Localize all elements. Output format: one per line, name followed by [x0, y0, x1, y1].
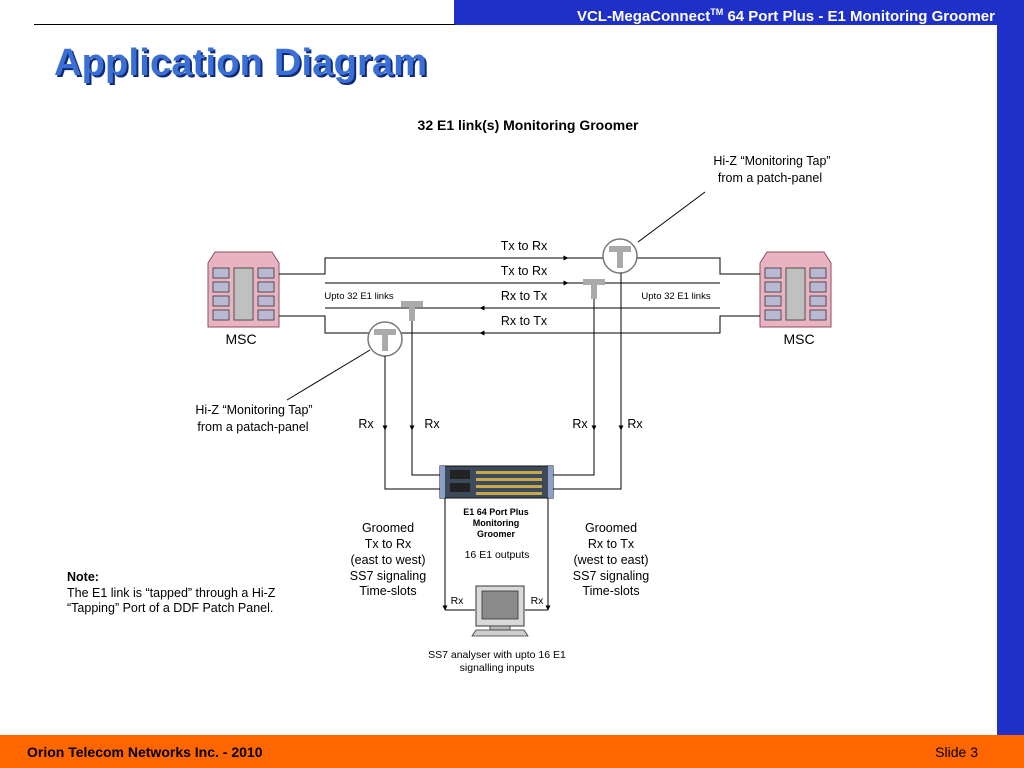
msc-right-label: MSC: [783, 331, 814, 347]
msc-right-building: [759, 251, 832, 328]
groomed-output-lines: [442, 498, 551, 611]
link-label-2: Tx to Rx: [501, 264, 548, 278]
header-rule: [34, 24, 455, 25]
tap-t-left: [401, 301, 423, 321]
slide-title: Application Diagram: [54, 42, 428, 84]
note-line-1: The E1 link is “tapped” through a Hi-Z: [67, 586, 276, 600]
tap-t-right: [583, 279, 605, 299]
groomer-label-1: E1 64 Port Plus: [463, 507, 529, 517]
groomed-left-4: SS7 signaling: [350, 569, 426, 583]
application-diagram: 32 E1 link(s) Monitoring Groomer Hi-Z “M…: [67, 117, 832, 674]
diagram-title: 32 E1 link(s) Monitoring Groomer: [418, 117, 639, 133]
outputs-label: 16 E1 outputs: [465, 549, 530, 561]
groomed-right-5: Time-slots: [582, 584, 639, 598]
analyser-rx-right: Rx: [531, 595, 545, 607]
groomed-right-3: (west to east): [573, 553, 648, 567]
ss7-analyser-computer: [471, 585, 529, 637]
analyser-label-1: SS7 analyser with upto 16 E1: [428, 649, 566, 661]
groomed-left-2: Tx to Rx: [365, 537, 412, 551]
note-line-2: “Tapping” Port of a DDF Patch Panel.: [67, 601, 273, 615]
groomed-right-4: SS7 signaling: [573, 569, 649, 583]
msc-left-building: [207, 251, 280, 328]
tap-top-label-2: from a patch-panel: [718, 171, 822, 185]
groomer-device: [439, 465, 554, 499]
link-label-4: Rx to Tx: [501, 314, 548, 328]
tap-left-leader: [286, 349, 371, 401]
tap-drop-lines: [382, 273, 624, 490]
right-accent-bar: [997, 0, 1024, 735]
e1-link-lines: [279, 255, 760, 336]
analyser-label-2: signalling inputs: [460, 662, 535, 674]
note-heading: Note:: [67, 570, 99, 584]
rx-label-1: Rx: [358, 417, 374, 431]
rx-label-2: Rx: [424, 417, 440, 431]
groomed-left-5: Time-slots: [359, 584, 416, 598]
groomer-label-2: Monitoring: [473, 518, 520, 528]
groomed-left-3: (east to west): [350, 553, 425, 567]
link-label-3: Rx to Tx: [501, 289, 548, 303]
analyser-rx-left: Rx: [451, 595, 465, 607]
header-subtitle: 64 Port Plus - E1 Monitoring Groomer: [727, 8, 995, 25]
footer-bar: Orion Telecom Networks Inc. - 2010 Slide…: [0, 735, 1024, 768]
rx-label-4: Rx: [627, 417, 643, 431]
upto-links-right: Upto 32 E1 links: [641, 291, 710, 302]
header-bar: VCL-MegaConnectTM 64 Port Plus - E1 Moni…: [454, 0, 997, 25]
msc-left-label: MSC: [225, 331, 256, 347]
footer-company: Orion Telecom Networks Inc. - 2010: [27, 744, 263, 760]
link-label-1: Tx to Rx: [501, 239, 548, 253]
groomer-label-3: Groomer: [477, 529, 516, 539]
groomed-right-1: Groomed: [585, 521, 637, 535]
rx-label-3: Rx: [572, 417, 588, 431]
tap-top-label: Hi-Z “Monitoring Tap”: [713, 154, 830, 168]
groomed-right-2: Rx to Tx: [588, 537, 635, 551]
tap-left-label: Hi-Z “Monitoring Tap”: [195, 403, 312, 417]
tap-circle-top: [602, 238, 638, 274]
tap-top-leader: [637, 191, 706, 243]
slide-word: Slide: [935, 744, 967, 760]
upto-links-left: Upto 32 E1 links: [324, 291, 393, 302]
tap-circle-left: [367, 321, 403, 357]
header-product: VCL-MegaConnect: [576, 8, 711, 25]
groomed-left-1: Groomed: [362, 521, 414, 535]
slide-number-value: 3: [970, 744, 978, 760]
tap-left-label-2: from a patach-panel: [197, 420, 308, 434]
slide-number: Slide 3: [935, 744, 978, 760]
header-trademark: TM: [710, 7, 724, 17]
